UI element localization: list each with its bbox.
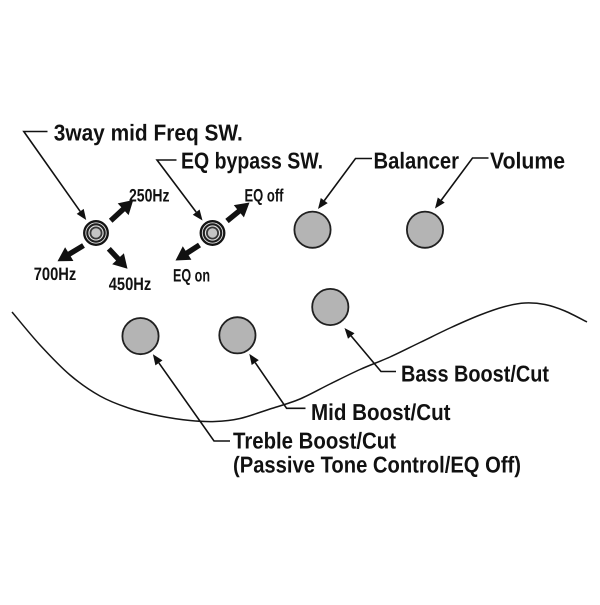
svg-text:EQ off: EQ off xyxy=(245,186,285,206)
svg-text:700Hz: 700Hz xyxy=(34,264,77,284)
svg-text:Bass Boost/Cut: Bass Boost/Cut xyxy=(401,361,549,387)
svg-text:Balancer: Balancer xyxy=(374,148,460,174)
svg-text:EQ on: EQ on xyxy=(173,266,210,286)
svg-text:Mid Boost/Cut: Mid Boost/Cut xyxy=(311,399,451,425)
svg-text:(Passive Tone Control/EQ Off): (Passive Tone Control/EQ Off) xyxy=(233,452,521,478)
svg-text:3way mid Freq SW.: 3way mid Freq SW. xyxy=(54,120,243,146)
svg-text:Volume: Volume xyxy=(490,148,565,174)
svg-text:250Hz: 250Hz xyxy=(129,186,170,206)
svg-text:Treble Boost/Cut: Treble Boost/Cut xyxy=(233,428,396,454)
svg-text:450Hz: 450Hz xyxy=(109,274,152,294)
svg-text:EQ bypass SW.: EQ bypass SW. xyxy=(181,148,323,174)
